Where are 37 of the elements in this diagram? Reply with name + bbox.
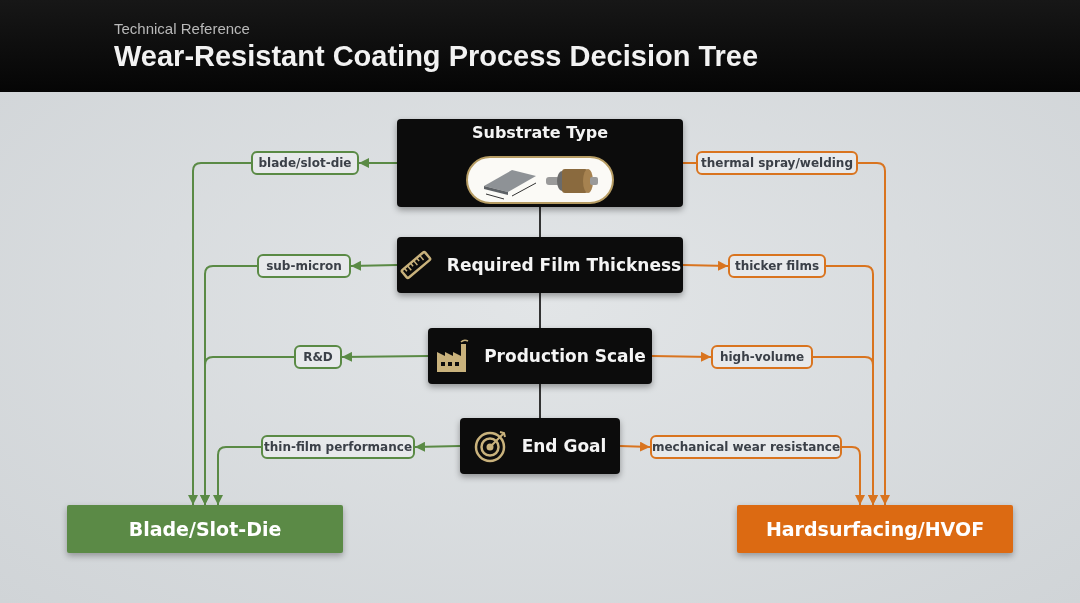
subtitle: Technical Reference [114, 20, 250, 37]
decision-box [397, 237, 683, 293]
arrow [188, 162, 252, 506]
decision-label: Substrate Type [471, 122, 608, 142]
connector-line [682, 162, 697, 164]
arrow [841, 446, 865, 506]
connector-line [539, 292, 541, 329]
branch-label: thermal spray/welding [696, 151, 858, 175]
title: Wear-Resistant Coating Process Decision Tree [114, 40, 759, 73]
decision-label: Required Film Thickness [446, 255, 682, 275]
branch-label: sub-micron [257, 254, 351, 278]
branch-label: high-volume [711, 345, 813, 369]
arrow [358, 158, 398, 168]
connector-line [539, 383, 541, 419]
arrow [619, 441, 651, 452]
decision-label: Production Scale [484, 346, 646, 366]
decision-box [397, 119, 683, 207]
decision-box [460, 418, 620, 474]
arrow [682, 260, 729, 271]
connector-line [539, 206, 541, 238]
outcome-box: Blade/Slot-Die [67, 505, 343, 553]
branch-label: R&D [294, 345, 342, 369]
arrow [341, 351, 429, 362]
arrow [200, 356, 295, 506]
branch-label: blade/slot-die [251, 151, 359, 175]
branch-label: thicker films [728, 254, 826, 278]
decision-box [428, 328, 652, 384]
arrow [414, 441, 461, 452]
arrow [857, 162, 890, 506]
arrow [350, 260, 398, 271]
arrow [812, 356, 878, 506]
arrow [213, 446, 262, 506]
decision-label: End Goal [521, 436, 607, 456]
outcome-box: Hardsurfacing/HVOF [737, 505, 1013, 553]
arrow [651, 351, 712, 362]
branch-label: mechanical wear resistance [650, 435, 842, 459]
branch-label: thin-film performance [261, 435, 415, 459]
